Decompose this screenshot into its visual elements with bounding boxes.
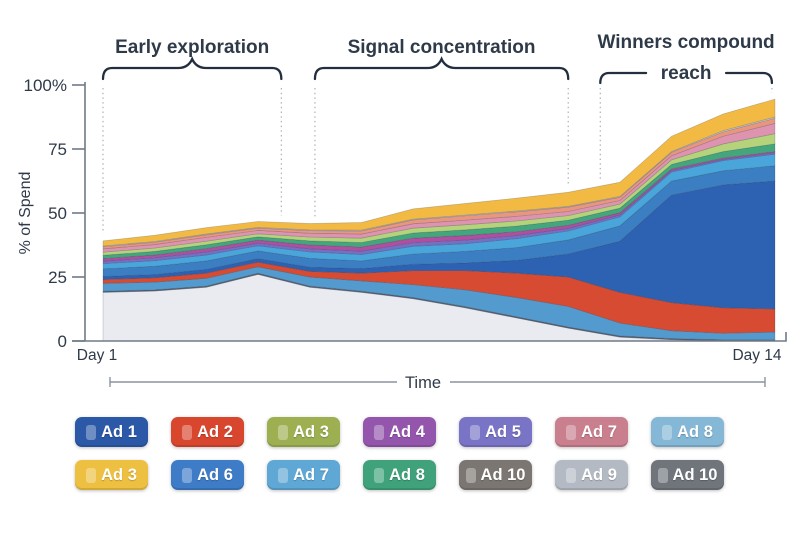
phase-brace xyxy=(599,71,774,85)
phase-label-signal-concentration: Signal concentration xyxy=(348,37,536,58)
ad-legend: Ad 1 Ad 2 Ad 3 Ad 4 Ad 5 Ad 7 Ad 8 Ad 3 Ad 6 Ad 7… xyxy=(75,417,724,490)
y-axis-ticks: 0 25 50 75 100% xyxy=(24,76,85,351)
phase-braces xyxy=(101,56,774,85)
legend-badge-ad-7[interactable]: Ad 7 xyxy=(267,460,340,490)
y-axis-title: % of Spend xyxy=(17,172,34,255)
legend-badge-label: Ad 2 xyxy=(197,422,233,441)
x-axis-end-label: Day 14 xyxy=(732,347,781,364)
phase-label-winners-compound: Winners compound xyxy=(598,32,775,53)
y-tick-label-100: 100% xyxy=(24,76,67,95)
phase-brace xyxy=(313,56,570,81)
legend-badge-label: Ad 3 xyxy=(293,422,329,441)
x-axis-title: Time xyxy=(405,374,441,392)
legend-badge-ad-6[interactable]: Ad 6 xyxy=(171,460,244,490)
y-tick-label-75: 75 xyxy=(48,140,67,159)
stacked-areas xyxy=(102,98,776,342)
legend-badge-label: Ad 7 xyxy=(293,465,329,484)
legend-color-chip-icon xyxy=(566,424,577,440)
phase-labels: Early exploration Signal concentration Win… xyxy=(115,32,775,84)
area-ad-5 xyxy=(102,152,776,265)
area-ad-9 xyxy=(102,116,776,248)
area-salmon-unlabeled xyxy=(102,117,776,250)
legend-color-chip-icon xyxy=(86,467,97,483)
area-ad-3-olive xyxy=(102,133,776,256)
legend-badge-label: Ad 7 xyxy=(581,422,617,441)
legend-badge-label: Ad 6 xyxy=(197,465,233,484)
time-ruler xyxy=(109,377,766,387)
legend-badge-ad-2[interactable]: Ad 2 xyxy=(171,417,244,447)
legend-badge-label: Ad 10 xyxy=(480,465,526,484)
legend-row: Ad 3 Ad 6 Ad 7 Ad 8 Ad 10 Ad 9 Ad 10 xyxy=(75,460,724,490)
y-tick-label-50: 50 xyxy=(48,204,67,223)
x-axis-start-label: Day 1 xyxy=(77,347,118,364)
area-ad-3-gold xyxy=(102,98,776,247)
legend-badge-ad-3[interactable]: Ad 3 xyxy=(267,417,340,447)
legend-badge-ad-5[interactable]: Ad 5 xyxy=(459,417,532,447)
y-tick-label-25: 25 xyxy=(48,268,67,287)
legend-badge-label: Ad 5 xyxy=(485,422,521,441)
legend-color-chip-icon xyxy=(374,467,385,483)
phase-brace xyxy=(101,56,283,81)
legend-badge-ad-10[interactable]: Ad 10 xyxy=(651,460,724,490)
legend-color-chip-icon xyxy=(662,424,673,440)
legend-color-chip-icon xyxy=(278,467,289,483)
phase-label-reach: reach xyxy=(661,63,712,84)
legend-badge-label: Ad 1 xyxy=(101,422,137,441)
x-axis-line xyxy=(72,332,787,342)
legend-color-chip-icon xyxy=(182,424,193,440)
legend-row: Ad 1 Ad 2 Ad 3 Ad 4 Ad 5 Ad 7 Ad 8 xyxy=(75,417,724,447)
legend-badge-label: Ad 8 xyxy=(677,422,713,441)
legend-badge-label: Ad 3 xyxy=(101,465,137,484)
y-tick-label-0: 0 xyxy=(58,332,67,351)
legend-color-chip-icon xyxy=(86,424,97,440)
phase-label-early-exploration: Early exploration xyxy=(115,37,269,58)
legend-badge-ad-3[interactable]: Ad 3 xyxy=(75,460,148,490)
legend-badge-label: Ad 4 xyxy=(389,422,425,441)
legend-color-chip-icon xyxy=(566,467,577,483)
legend-badge-ad-8[interactable]: Ad 8 xyxy=(651,417,724,447)
legend-badge-ad-8[interactable]: Ad 8 xyxy=(363,460,436,490)
phase-guide-lines xyxy=(102,88,773,234)
legend-badge-label: Ad 9 xyxy=(581,465,617,484)
legend-color-chip-icon xyxy=(374,424,385,440)
legend-badge-label: Ad 8 xyxy=(389,465,425,484)
legend-color-chip-icon xyxy=(278,424,289,440)
legend-color-chip-icon xyxy=(182,467,193,483)
spend-area-chart: Early exploration Signal concentration Win… xyxy=(17,32,787,392)
legend-badge-ad-9[interactable]: Ad 9 xyxy=(555,460,628,490)
legend-badge-label: Ad 10 xyxy=(672,465,718,484)
legend-badge-ad-7[interactable]: Ad 7 xyxy=(555,417,628,447)
legend-badge-ad-1[interactable]: Ad 1 xyxy=(75,417,148,447)
legend-color-chip-icon xyxy=(465,467,476,483)
legend-badge-ad-4[interactable]: Ad 4 xyxy=(363,417,436,447)
legend-badge-ad-10[interactable]: Ad 10 xyxy=(459,460,532,490)
legend-color-chip-icon xyxy=(657,467,668,483)
legend-color-chip-icon xyxy=(470,424,481,440)
